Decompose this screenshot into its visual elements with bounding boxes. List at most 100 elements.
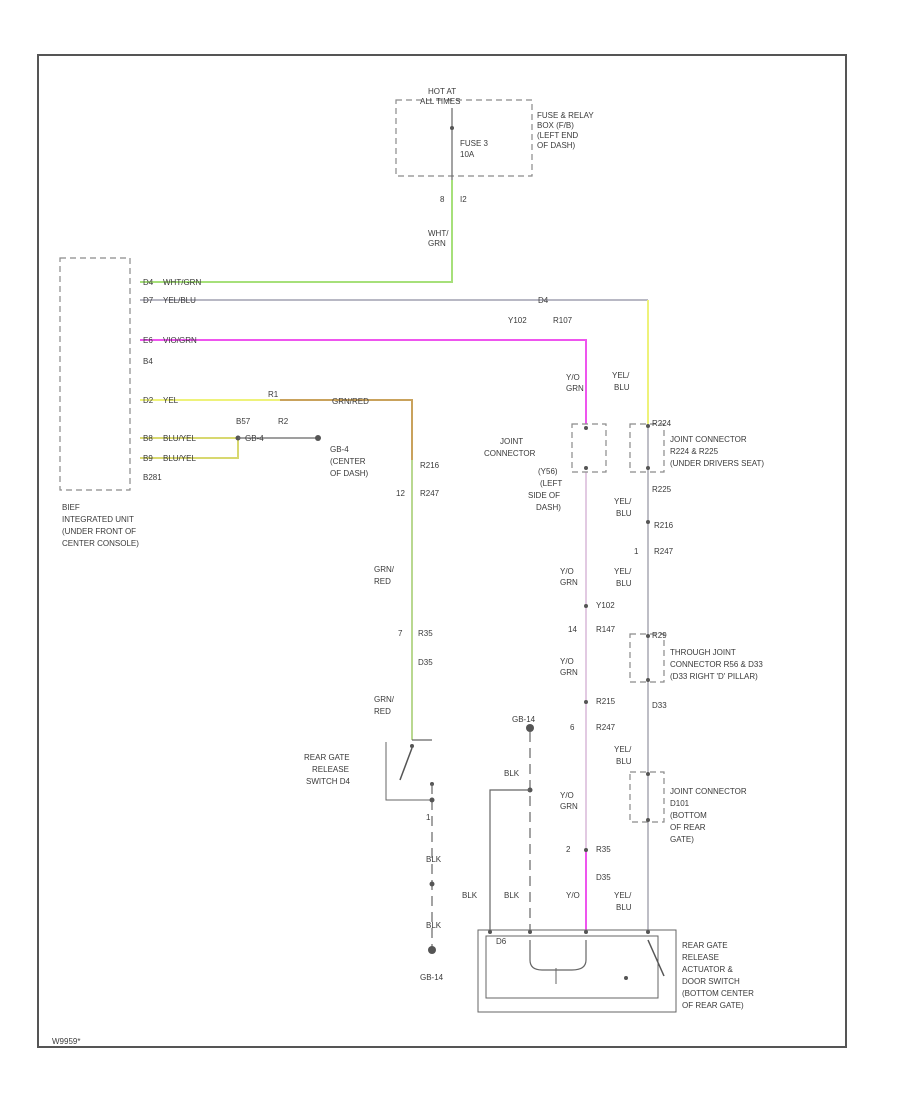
blk-label-3: BLK <box>504 891 520 900</box>
yelblu-w2-1: YEL/ <box>614 497 632 506</box>
yelblu-w1-1: YEL/ <box>612 371 630 380</box>
yelblu-w3-1: YEL/ <box>614 567 632 576</box>
fuse-box-outline <box>395 99 533 177</box>
joint-connector-left: Y/O GRN JOINT CONNECTOR (Y56) (LEFT SIDE… <box>484 373 607 512</box>
vio-w1-2: GRN <box>560 578 578 587</box>
thru-desc-1: THROUGH JOINT <box>670 648 736 657</box>
gb14-top-label: GB-14 <box>512 715 536 724</box>
ground-gb14-top <box>526 724 534 732</box>
grnred-pin-2: 12 <box>396 489 405 498</box>
vio-pin4: 6 <box>570 723 575 732</box>
yelblu-w4-1: YEL/ <box>614 745 632 754</box>
switch-pin-dot <box>429 797 435 803</box>
joint-left-desc-5: SIDE OF <box>528 491 560 500</box>
bcm-wire-d: YEL <box>163 396 179 405</box>
vio-conn5-dot <box>584 848 588 852</box>
joint-left-desc-3: (Y56) <box>538 467 558 476</box>
vio-w3-2: GRN <box>560 802 578 811</box>
ground-gb14-bottom <box>428 946 436 954</box>
vio-w2-1: Y/O <box>560 657 574 666</box>
ground-gb4-point <box>315 435 321 441</box>
through-joint-dot-top <box>646 634 650 638</box>
actuator-desc-3: ACTUATOR & <box>682 965 733 974</box>
vio-line-label-left: Y102 <box>508 316 527 325</box>
yelblu-w5-2: BLU <box>616 903 632 912</box>
fuse-box-desc-4: OF DASH) <box>537 141 576 150</box>
vio-conn1-dot <box>584 604 588 608</box>
door-switch-contact <box>624 976 628 980</box>
yelblu-w2-2: BLU <box>616 509 632 518</box>
grnred-wire2-2: RED <box>374 707 391 716</box>
blk-label-1: BLK <box>504 769 520 778</box>
grnred-conn-1: R216 <box>420 461 440 470</box>
gb4-label-2: (CENTER <box>330 457 366 466</box>
yelblu-w1-2: BLU <box>614 383 630 392</box>
vio-pin2: 14 <box>568 625 577 634</box>
joint-r224-desc-3: (UNDER DRIVERS SEAT) <box>670 459 764 468</box>
vio-conn5: R35 <box>596 845 611 854</box>
act-pin-4 <box>646 930 650 934</box>
diagram-frame <box>37 54 847 1048</box>
bcm-pin-d: D2 <box>143 396 154 405</box>
yelblu-conn4: R247 <box>654 547 674 556</box>
top-inline-pin: D4 <box>538 296 549 305</box>
hot-label-1: HOT AT <box>428 87 456 96</box>
actuator-motor <box>529 940 587 971</box>
yelblu-w4-2: BLU <box>616 757 632 766</box>
bcm-outline <box>59 257 131 491</box>
hot-label-2: ALL TIMES <box>420 97 460 106</box>
bcm-desc-2: INTEGRATED UNIT <box>62 515 134 524</box>
switch-box <box>385 742 434 801</box>
bcm-wire-f: BLU/YEL <box>163 454 196 463</box>
body-integrated-unit: D4 WHT/GRN D7 YEL/BLU E6 VIO/GRN B4 D2 Y… <box>59 257 201 548</box>
yelblu-w5-1: YEL/ <box>614 891 632 900</box>
joint-d101-desc-2: D101 <box>670 799 690 808</box>
joint-left-desc-1: JOINT <box>500 437 523 446</box>
fuse-box-desc-3: (LEFT END <box>537 131 578 140</box>
switch-splice-dot <box>429 881 435 887</box>
fuse-rating: 10A <box>460 150 475 159</box>
splice-dest: GB-4 <box>245 434 264 443</box>
rear-gate-actuator: D6 REAR GATE RELEASE ACTUATOR & DOOR SWI… <box>477 929 754 1013</box>
through-joint-outline <box>629 633 665 683</box>
switch-wire-1: BLK <box>426 855 442 864</box>
yel-line-label: GRN/RED <box>332 397 369 406</box>
yelblu-conn6: D33 <box>652 701 667 710</box>
grnred-conn-3: R35 <box>418 629 433 638</box>
gb4-label-3: OF DASH) <box>330 469 369 478</box>
bcm-pin-f: B9 <box>143 454 153 463</box>
vio-w4: Y/O <box>566 891 580 900</box>
bcm-wire-a: WHT/GRN <box>163 278 201 287</box>
joint-d101-desc-4: OF REAR <box>670 823 706 832</box>
act-pin-label: D6 <box>496 937 507 946</box>
bcm-pin-b: D7 <box>143 296 154 305</box>
door-switch-blade <box>647 939 665 977</box>
grnred-conn-2: R247 <box>420 489 440 498</box>
switch-ground-label: GB-14 <box>420 973 444 982</box>
bcm-pin-a: D4 <box>143 278 154 287</box>
joint-d101-desc-5: GATE) <box>670 835 694 844</box>
joint-connector-r224: R224 JOINT CONNECTOR R224 & R225 (UNDER … <box>629 419 764 494</box>
fuse-name: FUSE 3 <box>460 139 489 148</box>
through-joint-connector: R29 THROUGH JOINT CONNECTOR R56 & D33 (D… <box>629 631 763 710</box>
act-pin-1 <box>488 930 492 934</box>
actuator-desc-5: (BOTTOM CENTER <box>682 989 754 998</box>
joint-left-wire-2: GRN <box>566 384 584 393</box>
switch-desc-2: RELEASE <box>312 765 349 774</box>
thru-desc-2: CONNECTOR R56 & D33 <box>670 660 763 669</box>
bcm-conn-b4: B4 <box>143 357 153 366</box>
wire-blu-yel-2 <box>140 438 239 459</box>
fuse-dot <box>450 126 454 130</box>
bcm-wire-b: YEL/BLU <box>163 296 196 305</box>
joint-left-desc-4: (LEFT <box>540 479 562 488</box>
actuator-desc-4: DOOR SWITCH <box>682 977 740 986</box>
grnred-conn-4: D35 <box>418 658 433 667</box>
joint-d101-desc-1: JOINT CONNECTOR <box>670 787 747 796</box>
switch-pin: 1 <box>426 813 431 822</box>
diagram-id: W9959* <box>52 1037 80 1046</box>
joint-d101-desc-3: (BOTTOM <box>670 811 707 820</box>
switch-desc-3: SWITCH D4 <box>306 777 351 786</box>
bcm-desc-3: (UNDER FRONT OF <box>62 527 136 536</box>
joint-d101-dot-bot <box>646 818 650 822</box>
